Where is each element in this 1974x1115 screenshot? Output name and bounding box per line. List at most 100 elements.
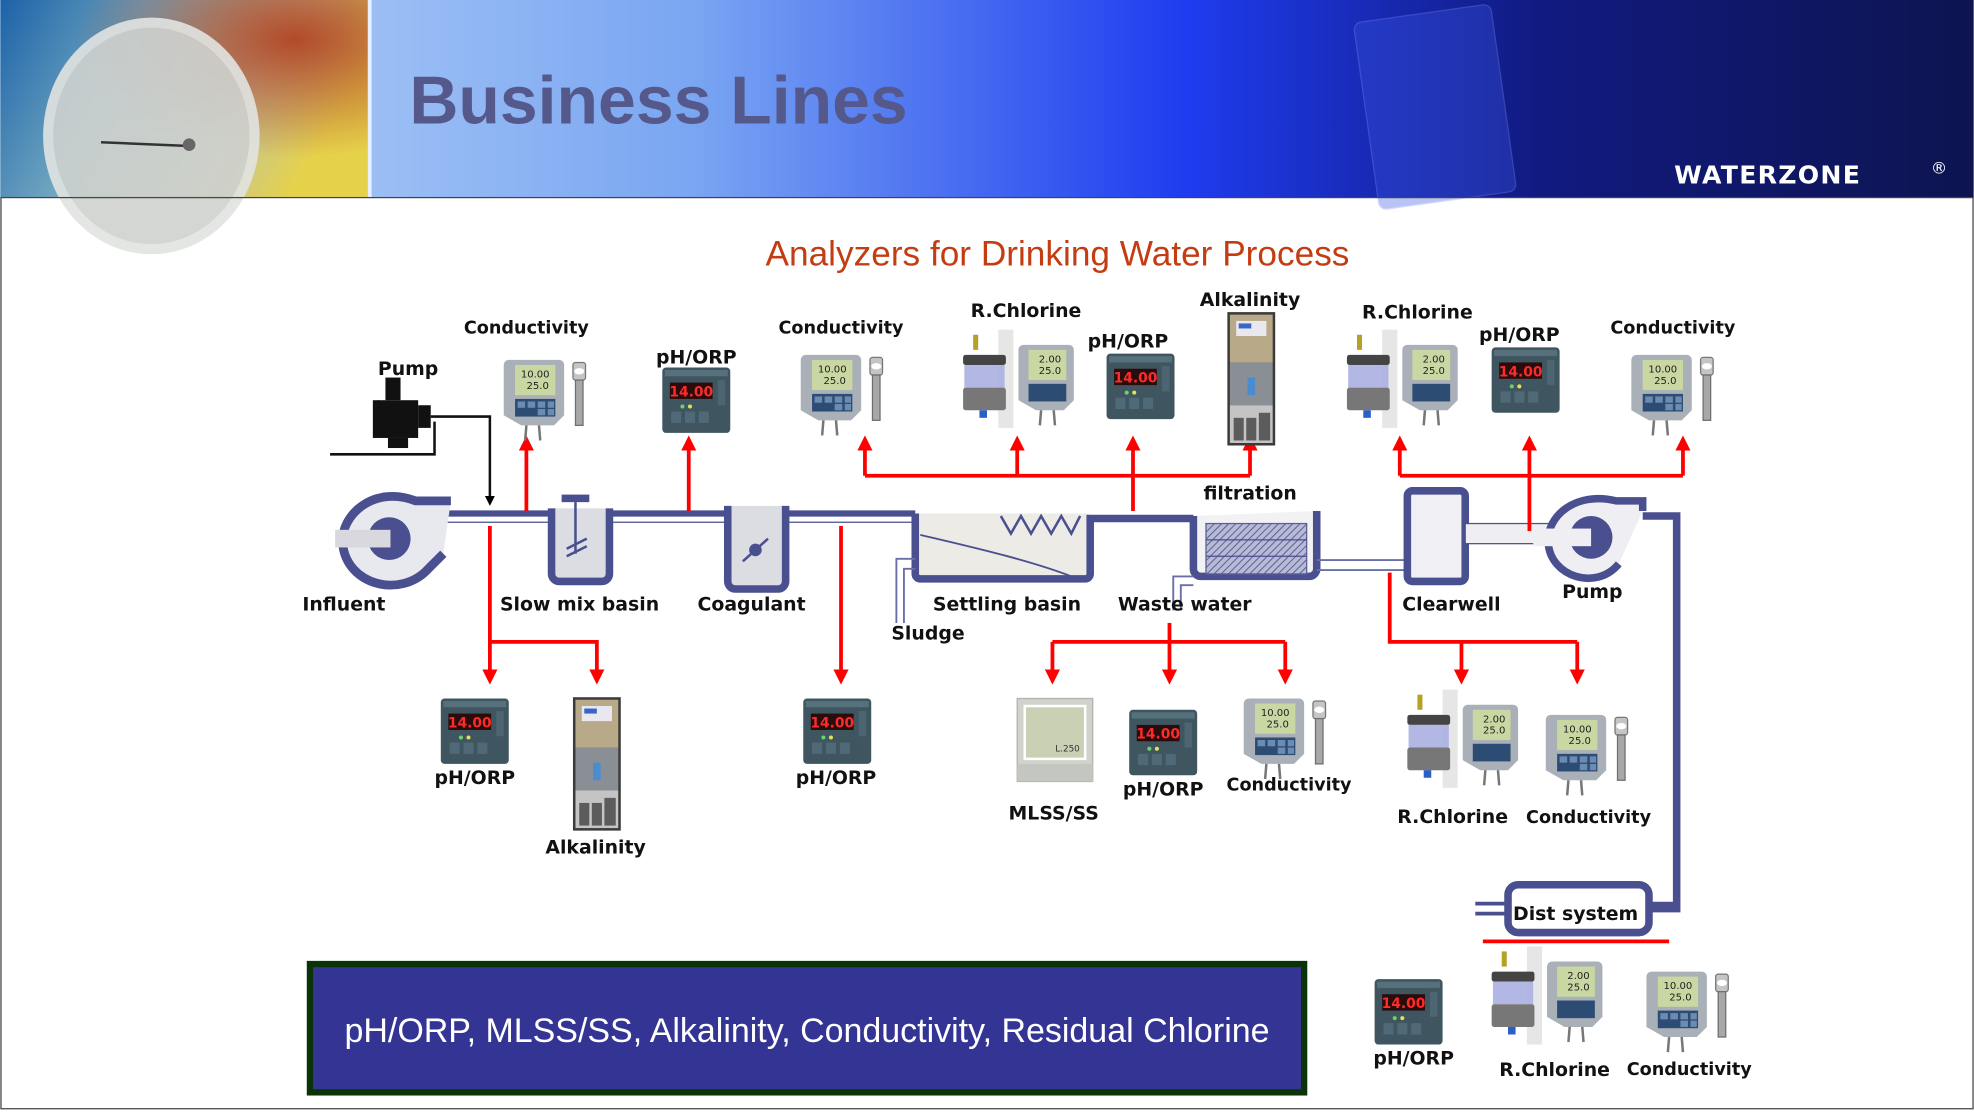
dist-analyzers: pH/ORP R.Chlorine Conductivity xyxy=(1373,945,1753,1081)
analyzer-conductivity[interactable]: Conductivity xyxy=(779,319,905,437)
ph-meter-icon xyxy=(803,698,872,764)
dist-system-box xyxy=(1475,880,1675,944)
analyzer-label: R.Chlorine xyxy=(971,300,1082,322)
meter-watermark-icon xyxy=(1353,4,1517,210)
analyzer-conductivity[interactable]: Conductivity xyxy=(464,319,590,442)
chlorine-analyzer-icon xyxy=(1406,688,1520,790)
conductivity-meter-icon xyxy=(1544,713,1629,797)
label-clearwell: Clearwell xyxy=(1402,593,1500,615)
slide-frame xyxy=(0,196,1974,1110)
analyzer-label: Conductivity xyxy=(779,319,905,339)
mlss-meter-icon xyxy=(1015,697,1094,783)
analyzer-ph-orp[interactable]: pH/ORP xyxy=(1088,330,1175,420)
analyzer-mlss-ss[interactable]: MLSS/SS xyxy=(1009,697,1099,824)
analyzer-r-chlorine[interactable]: R.Chlorine xyxy=(1345,301,1473,430)
influent-pump-icon xyxy=(335,491,451,590)
label-feed-pump: Pump xyxy=(378,358,438,380)
analyzer-label: R.Chlorine xyxy=(1397,806,1508,828)
analyzer-label: pH/ORP xyxy=(1373,1048,1454,1070)
analyzer-label: Conductivity xyxy=(1526,808,1652,828)
analyzer-label: Alkalinity xyxy=(1200,289,1300,311)
summary-text: pH/ORP, MLSS/SS, Alkalinity, Conductivit… xyxy=(344,1012,1269,1050)
analyzer-label: Conductivity xyxy=(1227,775,1353,795)
process-line: Influent Pump Slow mix basin Coagulant S… xyxy=(302,358,1681,944)
analyzer-ph-orp[interactable]: pH/ORP xyxy=(435,698,516,789)
top-analyzers: Conductivity pH/ORP Conductivity R.Chlor… xyxy=(464,289,1736,446)
conductivity-meter-icon xyxy=(502,358,587,442)
analyzer-label: Conductivity xyxy=(464,319,590,339)
analyzer-label: MLSS/SS xyxy=(1009,802,1099,824)
label-slow-mix-basin: Slow mix basin xyxy=(500,593,659,615)
analyzer-label: pH/ORP xyxy=(1123,778,1204,800)
summary-banner: pH/ORP, MLSS/SS, Alkalinity, Conductivit… xyxy=(306,960,1308,1096)
filtration-unit-icon xyxy=(1172,510,1405,611)
analyzer-label: R.Chlorine xyxy=(1499,1059,1610,1081)
settling-basin-icon xyxy=(895,513,1194,623)
conductivity-meter-icon xyxy=(1630,353,1715,437)
analyzer-label: pH/ORP xyxy=(435,767,516,789)
ph-meter-icon xyxy=(1129,709,1198,776)
analyzer-label: pH/ORP xyxy=(656,347,737,369)
analyzer-label: pH/ORP xyxy=(796,767,877,789)
brand-name: WATERZONE xyxy=(1674,161,1861,190)
chlorine-analyzer-icon xyxy=(1345,328,1459,430)
label-sludge: Sludge xyxy=(891,622,964,644)
brand-logo: WATERZONE ® xyxy=(1674,159,1947,190)
analyzer-conductivity[interactable]: Conductivity xyxy=(1627,970,1753,1080)
ph-meter-icon xyxy=(1106,353,1175,420)
analyzer-ph-orp[interactable]: pH/ORP xyxy=(796,698,877,789)
registered-mark: ® xyxy=(1931,159,1947,178)
label-waste-water: Waste water xyxy=(1118,593,1252,615)
coagulant-tank-icon xyxy=(723,505,790,593)
bottom-analyzers: pH/ORP Alkalinity pH/ORP MLSS/SS pH/ORP … xyxy=(435,688,1652,858)
analyzer-label: Conductivity xyxy=(1627,1060,1753,1080)
analyzer-ph-orp[interactable]: pH/ORP xyxy=(1373,979,1454,1070)
analyzer-alkalinity[interactable]: Alkalinity xyxy=(1200,289,1300,446)
analyzer-ph-orp[interactable]: pH/ORP xyxy=(656,347,737,433)
analyzer-label: Alkalinity xyxy=(545,836,645,858)
conductivity-meter-icon xyxy=(1645,970,1730,1054)
conductivity-meter-icon xyxy=(1242,697,1327,781)
analyzer-label: pH/ORP xyxy=(1479,324,1560,346)
analyzer-label: pH/ORP xyxy=(1088,330,1169,352)
label-dist-system: Dist system xyxy=(1513,903,1638,925)
feed-pump-icon xyxy=(330,377,495,506)
conductivity-meter-icon xyxy=(799,353,884,437)
analyzer-conductivity[interactable]: Conductivity xyxy=(1526,713,1652,828)
chlorine-analyzer-icon xyxy=(961,328,1076,430)
alkalinity-analyzer-icon xyxy=(1227,312,1276,446)
analyzer-alkalinity[interactable]: Alkalinity xyxy=(545,697,646,858)
page-title: Business Lines xyxy=(409,62,907,138)
analyzer-label: R.Chlorine xyxy=(1362,301,1473,323)
label-settling-basin: Settling basin xyxy=(933,593,1081,615)
analyzer-label: Conductivity xyxy=(1610,319,1736,339)
ph-meter-icon xyxy=(440,698,509,764)
gauge-icon xyxy=(43,17,260,255)
analyzer-r-chlorine[interactable]: R.Chlorine xyxy=(1490,945,1610,1081)
diagram-title: Analyzers for Drinking Water Process xyxy=(766,235,1350,274)
analyzer-conductivity[interactable]: Conductivity xyxy=(1227,697,1353,795)
analyzer-ph-orp[interactable]: pH/ORP xyxy=(1479,324,1560,413)
label-filtration: filtration xyxy=(1203,483,1296,505)
slow-mix-basin-icon xyxy=(547,494,614,586)
alkalinity-analyzer-icon xyxy=(572,697,621,831)
analyzer-conductivity[interactable]: Conductivity xyxy=(1610,319,1736,437)
analyzer-ph-orp[interactable]: pH/ORP xyxy=(1123,709,1204,801)
label-influent: Influent xyxy=(302,593,385,615)
header-banner: Business Lines WATERZONE ® xyxy=(0,0,1974,255)
label-coagulant: Coagulant xyxy=(698,593,806,615)
label-output-pump: Pump xyxy=(1562,581,1622,603)
ph-meter-icon xyxy=(1491,347,1560,413)
output-pump-icon xyxy=(1533,494,1681,913)
chlorine-analyzer-icon xyxy=(1490,945,1604,1046)
pressure-gauge-photo xyxy=(0,0,368,255)
ph-meter-icon xyxy=(1374,979,1443,1045)
ph-meter-icon xyxy=(662,367,731,433)
signal-lines xyxy=(482,435,1691,685)
analyzer-r-chlorine[interactable]: R.Chlorine xyxy=(961,300,1082,430)
signal-line xyxy=(1387,572,1578,644)
signal-arrow xyxy=(489,639,605,685)
analyzer-r-chlorine[interactable]: R.Chlorine xyxy=(1397,688,1520,828)
